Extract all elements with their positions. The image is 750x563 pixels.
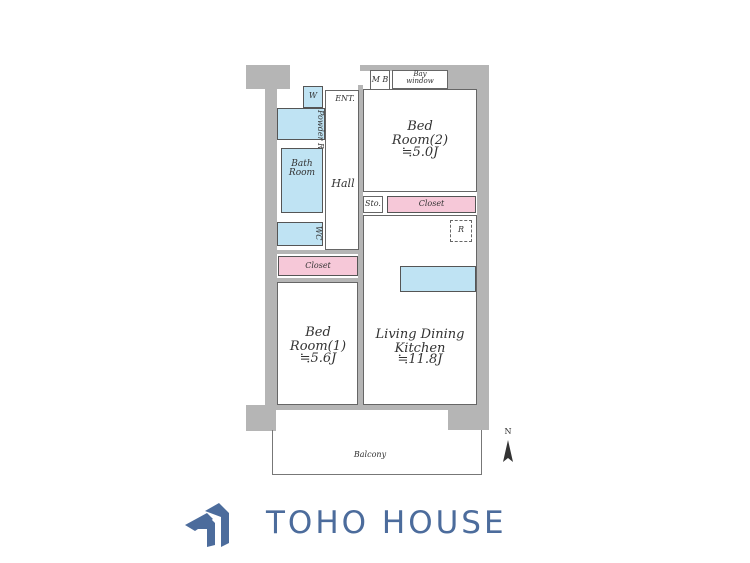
bed-room-2-label: Bed Room(2)	[391, 119, 449, 148]
washer-label: W	[308, 91, 318, 100]
meter-box-label: M B	[371, 75, 389, 84]
wc	[277, 222, 323, 246]
wall	[272, 250, 362, 254]
wall	[448, 65, 478, 89]
toho-house-logo-icon	[185, 503, 229, 547]
bed-room-1-label: Bed Room(1)	[289, 325, 347, 354]
closet-2-label: Closet	[418, 199, 445, 208]
wc-label: WC	[314, 226, 323, 241]
bed-room-1-size: ≒5.6J	[299, 351, 337, 366]
bed-room-2	[363, 89, 477, 192]
north-label: N	[504, 427, 512, 436]
wall-top	[360, 65, 485, 71]
storage	[363, 196, 383, 213]
ldk-size: ≒11.8J	[397, 352, 443, 367]
closet-1	[278, 256, 358, 276]
brand-name: TOHO HOUSE	[266, 505, 507, 541]
bed-room-1	[277, 282, 358, 405]
storage-label: Sto.	[365, 199, 381, 208]
balcony	[272, 430, 482, 475]
fridge-space	[450, 220, 472, 242]
fridge-label: R	[457, 225, 465, 234]
ldk-label: Living Dining Kitchen	[375, 327, 465, 356]
hall-label: Hall	[331, 177, 355, 190]
kitchen-counter	[400, 266, 476, 292]
closet-1-label: Closet	[305, 261, 331, 270]
wall-center	[358, 85, 363, 410]
bay-window-label: Bay window	[406, 70, 434, 86]
wall	[272, 278, 362, 282]
hall	[325, 90, 359, 250]
powder-room	[277, 108, 325, 140]
bed-room-2-size: ≒5.0J	[401, 145, 439, 160]
washer-space	[303, 86, 323, 108]
north-arrow-icon: N	[496, 427, 520, 468]
wall-left	[265, 65, 277, 410]
wall-right	[477, 65, 489, 430]
bath-room	[281, 148, 323, 213]
entrance-label: ENT.	[335, 94, 355, 103]
bath-room-label: Bath Room	[288, 159, 316, 179]
bay-window	[392, 70, 448, 89]
wall	[246, 405, 276, 431]
living-dining-kitchen	[363, 215, 477, 405]
closet-2	[387, 196, 476, 213]
wall-bottom	[275, 405, 480, 410]
balcony-label: Balcony	[353, 450, 387, 459]
